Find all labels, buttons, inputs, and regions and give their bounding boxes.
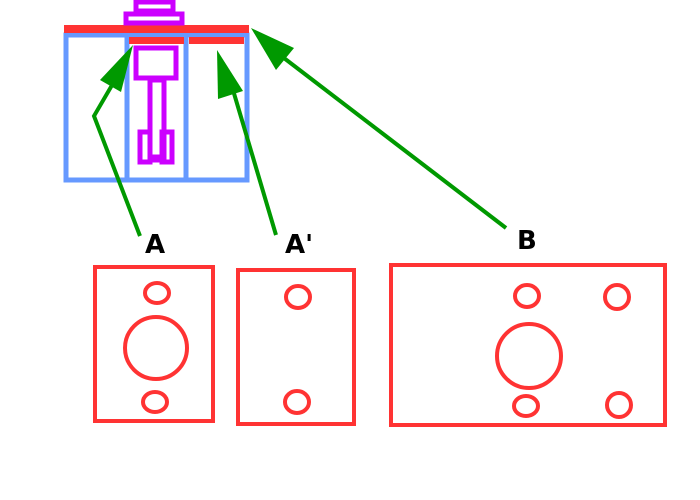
frame-center-column <box>124 32 189 183</box>
plate-a-prime <box>189 37 244 44</box>
label-b: B <box>517 226 537 256</box>
arrow-b <box>278 53 508 230</box>
arrows <box>91 28 508 237</box>
top-plate-b <box>64 25 249 33</box>
assembly <box>63 0 250 183</box>
arrow-a <box>91 66 142 237</box>
label-a-prime: A' <box>285 230 313 260</box>
piston <box>123 0 185 165</box>
plate-a <box>129 37 184 44</box>
arrowhead-a-prime <box>217 50 243 99</box>
arrow-a-prime <box>231 89 278 236</box>
plate-b-detail <box>389 263 667 427</box>
label-a: A <box>145 230 165 260</box>
plate-a-detail <box>93 265 215 423</box>
arrowhead-a <box>100 45 133 92</box>
arrowhead-b <box>251 28 294 70</box>
plate-a-prime-detail <box>236 268 356 426</box>
